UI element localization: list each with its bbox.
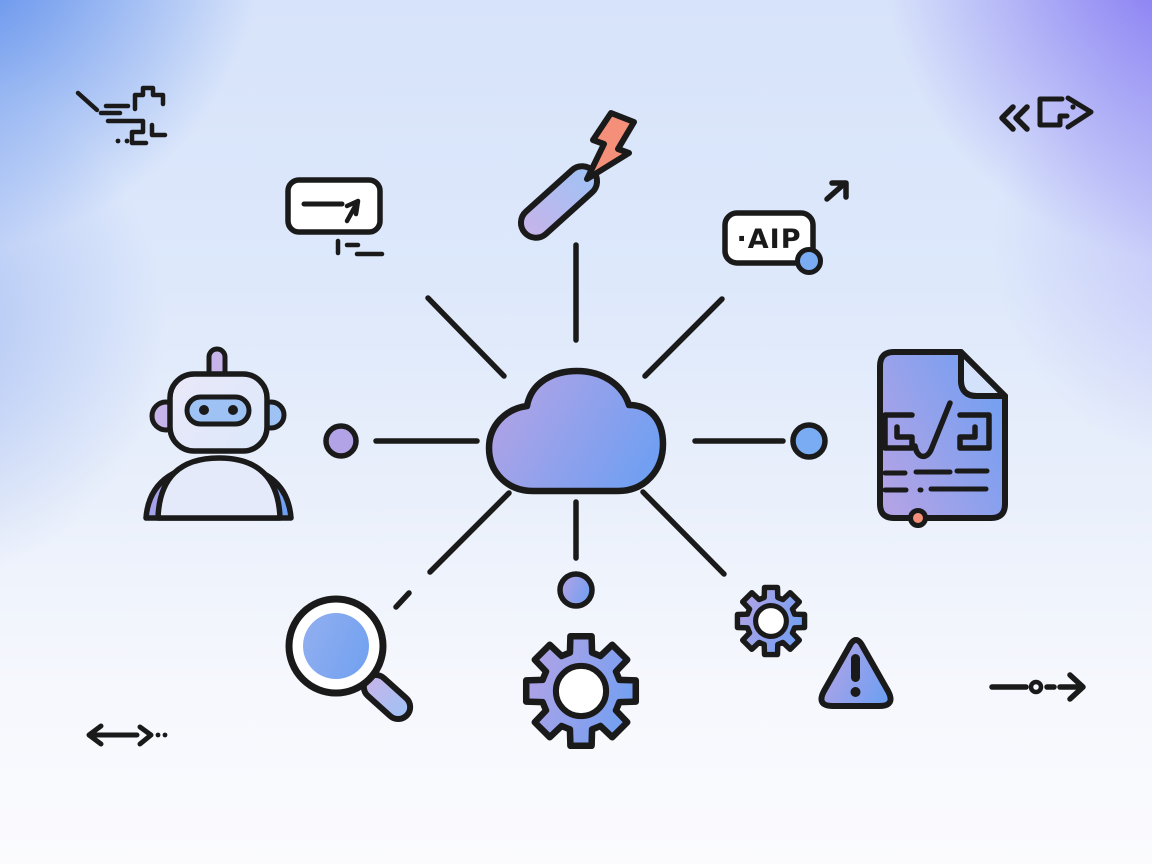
- prompt-card-icon: [285, 177, 385, 257]
- aip-dot: [795, 247, 823, 275]
- gear-large-icon: [526, 636, 636, 746]
- prompt-card-cursor: [344, 198, 361, 224]
- fast-forward-fish-doodle: [999, 95, 1094, 132]
- robot-visor: [184, 394, 252, 427]
- lightning-bolt: [584, 110, 637, 182]
- circuit-doodle: [75, 85, 168, 146]
- robot-torso: [155, 455, 283, 521]
- document-dot: [908, 508, 928, 528]
- connector-down-left-dash: [393, 590, 412, 610]
- node-dot-right: [790, 422, 828, 460]
- connector-down-right: [640, 489, 727, 577]
- document-fold: [958, 349, 1008, 399]
- document-text-lines: [882, 468, 990, 493]
- node-dot-left: [323, 423, 359, 459]
- flow-arrow-doodle: [989, 672, 1086, 702]
- connector-up-right: [642, 296, 725, 379]
- warning-exclamation-bar: [851, 654, 860, 682]
- double-arrow-doodle: [86, 723, 168, 747]
- robot-eye-right: [228, 405, 238, 415]
- document-code-icon: [877, 349, 1008, 528]
- connector-up-left: [425, 295, 507, 379]
- prompt-card-marks: [335, 238, 385, 257]
- robot-icon: [143, 346, 294, 521]
- connector-lines: [323, 242, 828, 610]
- connector-down-left: [427, 490, 512, 575]
- gear-small-hole: [753, 603, 789, 639]
- aip-tag: ·AIP: [722, 180, 849, 275]
- aip-label: ·AIP: [737, 224, 802, 255]
- gear-large-hole: [552, 662, 610, 720]
- node-dot-down: [557, 571, 595, 609]
- zap-pen-icon: [517, 110, 637, 241]
- magnifier-lens: [303, 613, 369, 679]
- cloud-shape: [485, 367, 667, 495]
- code-check-glyph: [882, 400, 992, 460]
- warning-exclamation-dot: [850, 687, 861, 697]
- aip-box: [722, 210, 816, 266]
- expand-arrow-icon: [824, 180, 849, 202]
- magnifier-icon: [285, 595, 414, 723]
- robot-eye-left: [199, 405, 209, 415]
- cloud-icon: [485, 367, 667, 495]
- gear-small-icon: [737, 587, 804, 654]
- warning-triangle-icon: [818, 637, 894, 709]
